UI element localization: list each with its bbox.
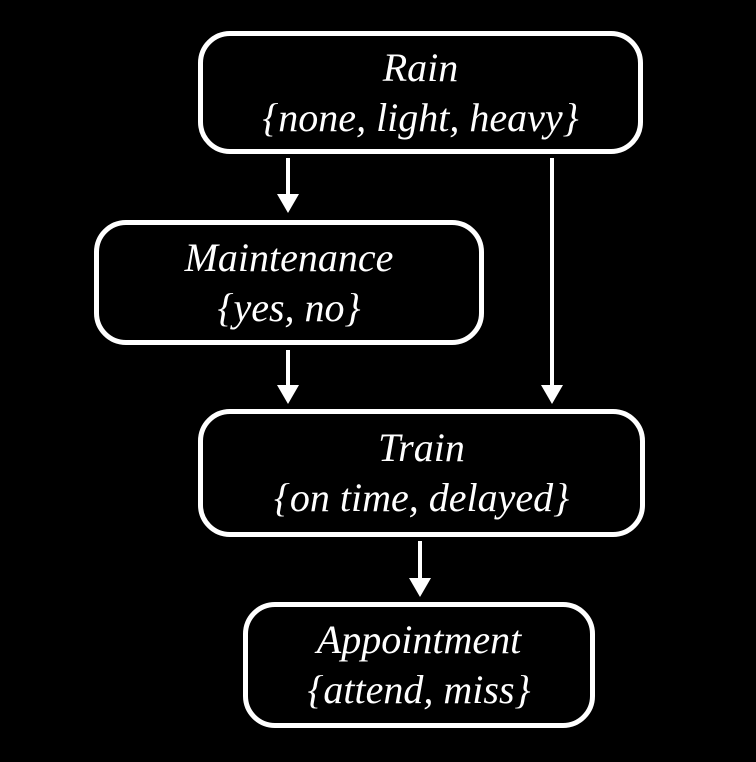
node-rain-title: Rain [382, 44, 459, 90]
node-rain: Rain {none, light, heavy} [198, 31, 643, 154]
arrowhead-icon [409, 578, 431, 597]
node-maintenance: Maintenance {yes, no} [94, 220, 484, 345]
node-maintenance-values: {yes, no} [217, 284, 361, 330]
node-appointment-title: Appointment [316, 617, 522, 662]
node-appointment-values: {attend, miss} [307, 667, 531, 712]
edge-maintenance-to-train [277, 350, 299, 404]
edge-rain-to-train [541, 158, 563, 404]
arrowhead-icon [277, 385, 299, 404]
edge-rain-to-maintenance [277, 158, 299, 213]
node-appointment: Appointment {attend, miss} [243, 602, 595, 728]
edge-train-to-appointment [409, 541, 431, 597]
node-maintenance-title: Maintenance [184, 234, 394, 280]
node-train-title: Train [378, 425, 465, 470]
arrowhead-icon [541, 385, 563, 404]
node-train: Train {on time, delayed} [198, 409, 645, 537]
arrowhead-icon [277, 194, 299, 213]
node-rain-values: {none, light, heavy} [262, 94, 579, 140]
node-train-values: {on time, delayed} [273, 475, 570, 520]
